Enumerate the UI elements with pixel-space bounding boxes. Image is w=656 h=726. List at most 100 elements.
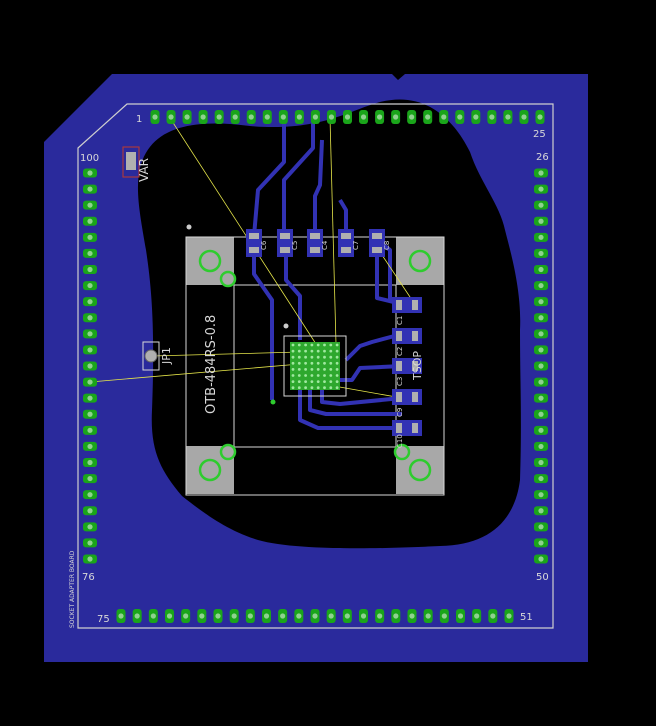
header-pin-bottom <box>132 609 142 623</box>
socket-corner-br <box>396 446 444 494</box>
fine-print: SOCKET ADAPTER BOARD <box>69 550 76 628</box>
header-pin-bottom <box>278 609 288 623</box>
header-pin-left-drill <box>87 379 93 385</box>
header-pin-right <box>534 168 548 178</box>
socket-label: OTB-484RS-0.8 <box>204 315 219 414</box>
capacitor-pad <box>396 331 402 341</box>
header-pin-top-drill <box>264 114 270 120</box>
header-pin-left <box>83 425 97 435</box>
capacitor-pad <box>412 361 418 371</box>
header-pin-left-drill <box>87 475 93 482</box>
header-pin-bottom <box>488 609 498 623</box>
header-pin-bottom <box>229 609 239 623</box>
header-pin-top-drill <box>184 114 190 120</box>
trace <box>284 254 302 340</box>
trace <box>252 117 286 237</box>
header-pin-top-drill <box>409 114 415 120</box>
bga-ball <box>304 380 307 383</box>
header-pin-bottom-drill <box>441 613 447 619</box>
header-pin-right-drill <box>538 234 544 240</box>
header-pin-left <box>83 248 97 258</box>
capacitor-pad <box>396 361 402 371</box>
bga-ball <box>297 349 301 353</box>
trace <box>298 390 402 430</box>
capacitor-pad <box>396 423 402 433</box>
header-pin-top-drill <box>328 114 335 120</box>
header-pin-bottom <box>262 609 271 623</box>
capacitor-pad <box>249 233 259 239</box>
header-pin-right-drill <box>538 492 544 498</box>
bga-ball <box>323 349 326 353</box>
bga-ball <box>310 368 314 371</box>
capacitor-pad <box>280 247 290 253</box>
header-pin-right-drill <box>538 540 544 546</box>
header-pin-left-drill <box>87 492 93 498</box>
header-pin-right-drill <box>538 411 544 417</box>
header-pin-left <box>83 345 97 355</box>
header-pin-left-drill <box>87 363 93 369</box>
tsop-label: TSOP <box>411 351 424 381</box>
header-pin-bottom-drill <box>183 613 189 619</box>
capacitor-pad <box>280 233 290 239</box>
header-pin-right <box>534 393 548 403</box>
header-pin-right-drill <box>538 315 544 321</box>
capacitor-pad <box>310 233 320 239</box>
pin-number-50: 50 <box>536 572 549 583</box>
header-pin-top-drill <box>200 114 206 120</box>
capacitor-label: C6 <box>260 240 268 250</box>
header-pins-bottom <box>116 609 514 623</box>
socket-via-br <box>393 443 411 461</box>
header-pin-left <box>83 441 97 451</box>
header-pin-left <box>83 490 97 500</box>
header-pin-right-drill <box>538 475 544 482</box>
pin-number-51: 51 <box>520 612 533 623</box>
header-pin-bottom-drill <box>134 613 140 619</box>
header-pin-top-drill <box>296 114 302 120</box>
header-pin-top <box>262 110 272 124</box>
capacitor-label: C2 <box>396 347 404 356</box>
header-pin-left <box>83 409 97 419</box>
header-pin-bottom-drill <box>118 613 124 619</box>
header-pin-bottom <box>472 609 482 623</box>
header-pin-top-drill <box>489 114 495 120</box>
header-pin-right <box>534 409 548 419</box>
header-pin-left <box>83 168 97 178</box>
bga-ball <box>323 361 326 365</box>
bga-ball <box>310 343 314 347</box>
socket-corner-tr <box>396 237 444 285</box>
header-pin-right-drill <box>538 363 544 369</box>
header-pin-left <box>83 297 97 307</box>
capacitor-c8: C8 <box>369 229 391 257</box>
header-pin-bottom-drill <box>296 613 302 619</box>
header-pin-top-drill <box>280 114 286 120</box>
header-pin-bottom <box>423 609 433 623</box>
header-pin-left-drill <box>87 218 93 224</box>
header-pins-right <box>534 168 548 564</box>
capacitor-pad <box>396 392 402 402</box>
bga-ball <box>329 368 333 371</box>
jumper-pad <box>144 349 158 363</box>
header-pin-bottom <box>294 609 304 623</box>
header-pin-top <box>423 110 433 124</box>
header-pin-right <box>534 184 548 194</box>
capacitor-pad <box>412 300 418 310</box>
pin-number-75: 75 <box>97 614 110 625</box>
header-pin-top-drill <box>473 114 479 120</box>
header-pin-bottom-drill <box>328 613 334 619</box>
header-pin-bottom-drill <box>166 613 173 619</box>
socket-mount-hole-tl <box>198 249 222 273</box>
bga-ball <box>329 349 333 353</box>
capacitor-c1: C1 <box>392 297 422 325</box>
bga-ball <box>335 361 339 365</box>
bga-ball <box>329 355 333 359</box>
fiducial-dot-2 <box>283 323 289 329</box>
header-pin-top-drill <box>441 114 447 120</box>
header-pin-right-drill <box>538 331 544 337</box>
header-pin-bottom <box>375 609 385 623</box>
bga-ball <box>323 343 326 347</box>
socket-footprint <box>185 236 445 496</box>
capacitor-pad <box>341 233 351 239</box>
airwire <box>89 363 301 383</box>
header-pin-right-drill <box>538 443 544 450</box>
